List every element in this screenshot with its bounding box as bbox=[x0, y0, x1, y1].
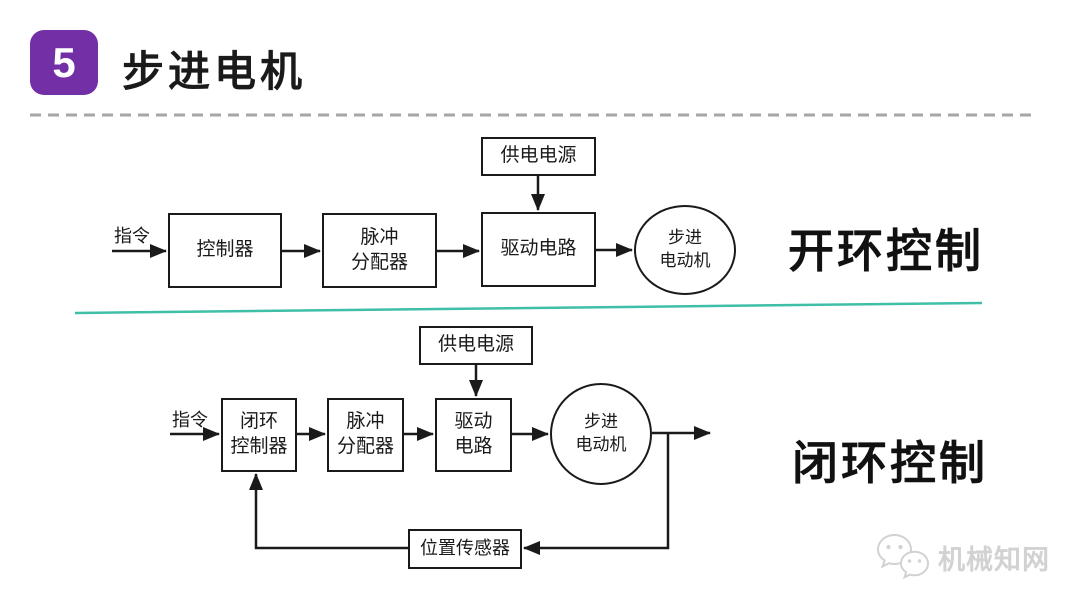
stepper-motor-circle-open: 步进 电动机 bbox=[634, 205, 736, 295]
pulse-distributor-closed-label-1: 脉冲 bbox=[346, 411, 385, 433]
closed-loop-controller-label-1: 闭环 bbox=[239, 411, 278, 433]
stepper-motor-circle-closed: 步进 电动机 bbox=[550, 383, 652, 485]
section-number-badge: 5 bbox=[30, 30, 98, 95]
closed-loop-controller-box: 闭环 控制器 bbox=[221, 398, 297, 472]
stepper-motor-label-1-closed: 步进 bbox=[584, 412, 618, 432]
drive-circuit-closed-label-1: 驱动 bbox=[454, 411, 493, 433]
power-supply-label-open: 供电电源 bbox=[500, 145, 577, 167]
command-label-open: 指令 bbox=[114, 226, 150, 246]
pulse-distributor-closed-label-2: 分配器 bbox=[336, 436, 394, 457]
command-label-closed: 指令 bbox=[172, 410, 208, 430]
stepper-motor-label-1-open: 步进 bbox=[668, 228, 702, 248]
drive-circuit-box-open: 驱动电路 bbox=[481, 212, 596, 287]
closed-loop-controller-label-2: 控制器 bbox=[230, 436, 288, 457]
closed-loop-caption: 闭环控制 bbox=[792, 437, 988, 489]
watermark: 机械知网 bbox=[874, 532, 1050, 582]
pulse-distributor-label-1: 脉冲 bbox=[360, 226, 399, 248]
controller-box: 控制器 bbox=[168, 213, 282, 288]
pulse-distributor-box-open: 脉冲 分配器 bbox=[322, 213, 437, 288]
controller-box-label: 控制器 bbox=[196, 239, 254, 261]
power-supply-label-closed: 供电电源 bbox=[437, 334, 514, 356]
position-sensor-box: 位置传感器 bbox=[408, 529, 522, 569]
section-number: 5 bbox=[52, 38, 76, 86]
drive-circuit-closed-label-2: 电路 bbox=[454, 436, 493, 457]
open-loop-caption: 开环控制 bbox=[788, 225, 984, 277]
pulse-distributor-label-2: 分配器 bbox=[350, 251, 408, 273]
drive-circuit-box-closed: 驱动 电路 bbox=[435, 398, 512, 472]
pulse-distributor-box-closed: 脉冲 分配器 bbox=[327, 398, 404, 472]
page-title: 步进电机 bbox=[122, 48, 307, 95]
drive-circuit-label: 驱动电路 bbox=[500, 238, 577, 260]
power-supply-box-open: 供电电源 bbox=[481, 137, 596, 176]
stepper-motor-label-2-closed: 电动机 bbox=[575, 435, 627, 454]
wechat-icon bbox=[876, 533, 930, 580]
position-sensor-label: 位置传感器 bbox=[420, 538, 510, 559]
power-supply-box-closed: 供电电源 bbox=[419, 326, 533, 365]
section-divider bbox=[74, 301, 983, 315]
stepper-motor-label-2-open: 电动机 bbox=[659, 251, 711, 270]
watermark-text: 机械知网 bbox=[938, 544, 1050, 575]
